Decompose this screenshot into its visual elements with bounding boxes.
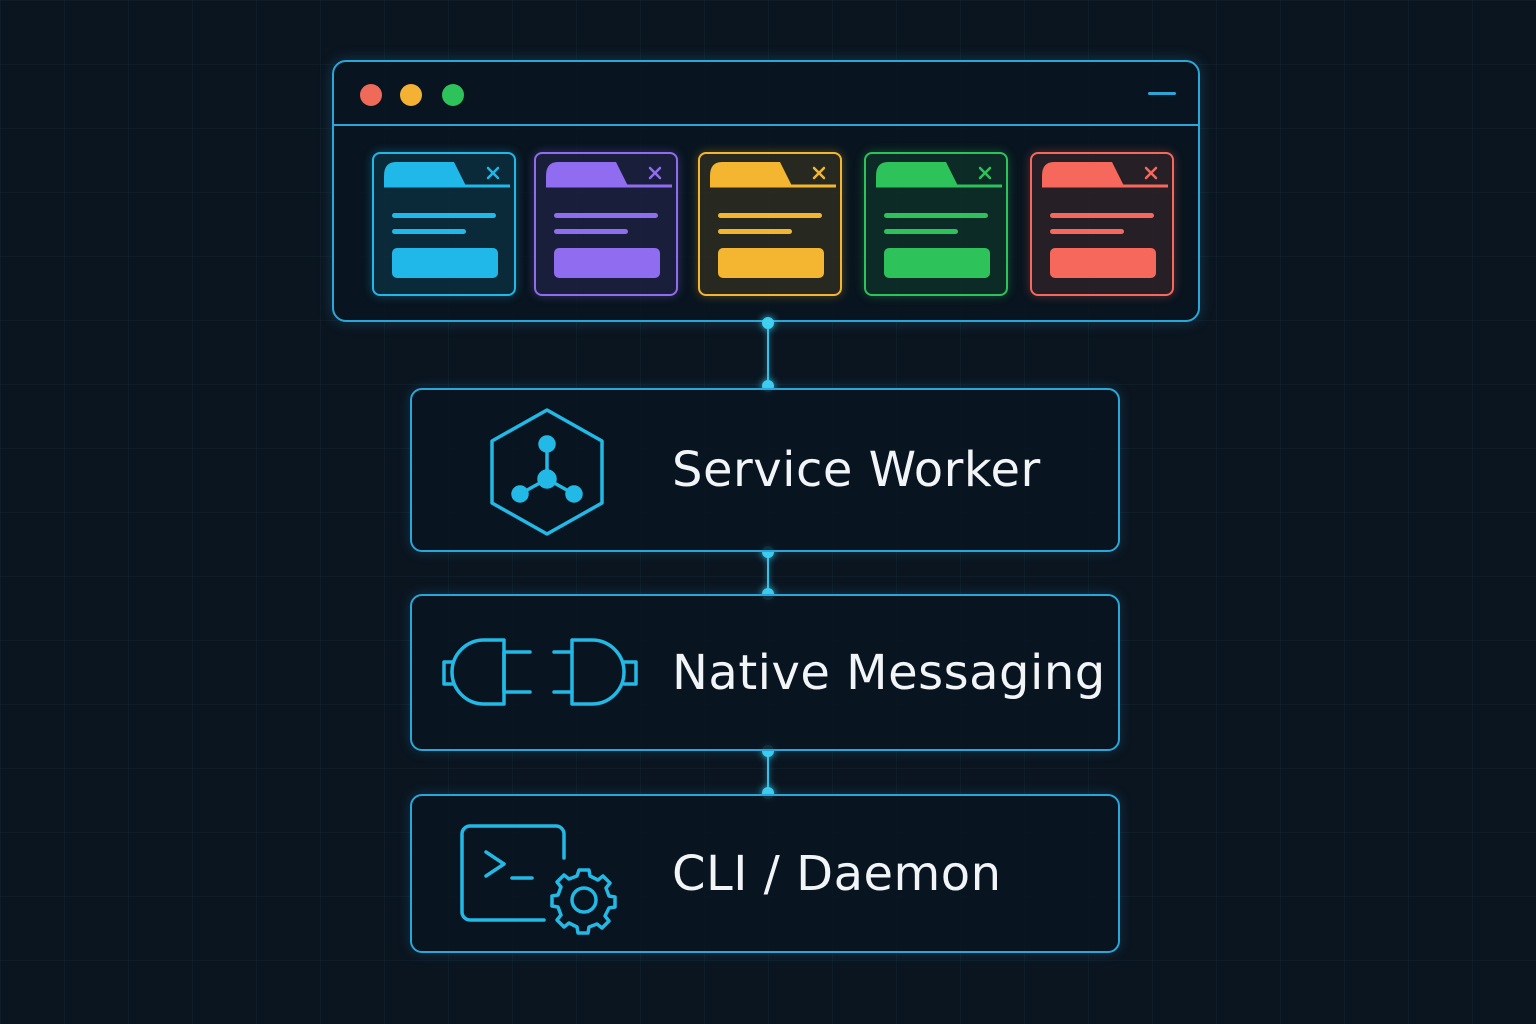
close-tab-icon[interactable] — [486, 166, 500, 180]
text-line — [718, 213, 822, 218]
text-line — [718, 229, 792, 234]
folder-icon — [384, 162, 510, 188]
browser-window — [332, 60, 1200, 322]
folder-icon — [1042, 162, 1168, 188]
service-worker-box: Service Worker — [410, 388, 1120, 552]
window-titlebar — [334, 62, 1198, 126]
layer-label: CLI / Daemon — [672, 845, 1002, 902]
layer-label: Native Messaging — [672, 644, 1106, 701]
text-line — [1050, 229, 1124, 234]
connector-line — [767, 751, 769, 793]
close-dot[interactable] — [360, 84, 382, 106]
text-line — [884, 213, 988, 218]
close-tab-icon[interactable] — [1144, 166, 1158, 180]
close-tab-icon[interactable] — [648, 166, 662, 180]
hexagon-network-icon — [490, 408, 604, 536]
minimize-dot[interactable] — [400, 84, 422, 106]
folder-icon — [546, 162, 672, 188]
close-tab-icon[interactable] — [812, 166, 826, 180]
content-block — [884, 248, 990, 278]
browser-tab-2[interactable] — [534, 152, 678, 296]
close-tab-icon[interactable] — [978, 166, 992, 180]
text-line — [392, 229, 466, 234]
folder-icon — [710, 162, 836, 188]
content-block — [718, 248, 824, 278]
text-line — [554, 213, 658, 218]
plug-connector-icon — [442, 638, 638, 706]
minimize-icon[interactable] — [1148, 92, 1176, 95]
browser-tab-3[interactable] — [698, 152, 842, 296]
content-block — [392, 248, 498, 278]
terminal-gear-icon — [460, 824, 617, 935]
maximize-dot[interactable] — [442, 84, 464, 106]
text-line — [554, 229, 628, 234]
content-block — [1050, 248, 1156, 278]
text-line — [1050, 213, 1154, 218]
native-messaging-box: Native Messaging — [410, 594, 1120, 751]
layer-label: Service Worker — [672, 442, 1041, 498]
folder-icon — [876, 162, 1002, 188]
content-block — [554, 248, 660, 278]
browser-tab-5[interactable] — [1030, 152, 1174, 296]
connector-line — [767, 323, 769, 385]
text-line — [392, 213, 496, 218]
connector-line — [767, 552, 769, 594]
cli-daemon-box: CLI / Daemon — [410, 794, 1120, 953]
browser-tab-1[interactable] — [372, 152, 516, 296]
connector-node — [762, 317, 774, 329]
browser-tab-4[interactable] — [864, 152, 1008, 296]
text-line — [884, 229, 958, 234]
